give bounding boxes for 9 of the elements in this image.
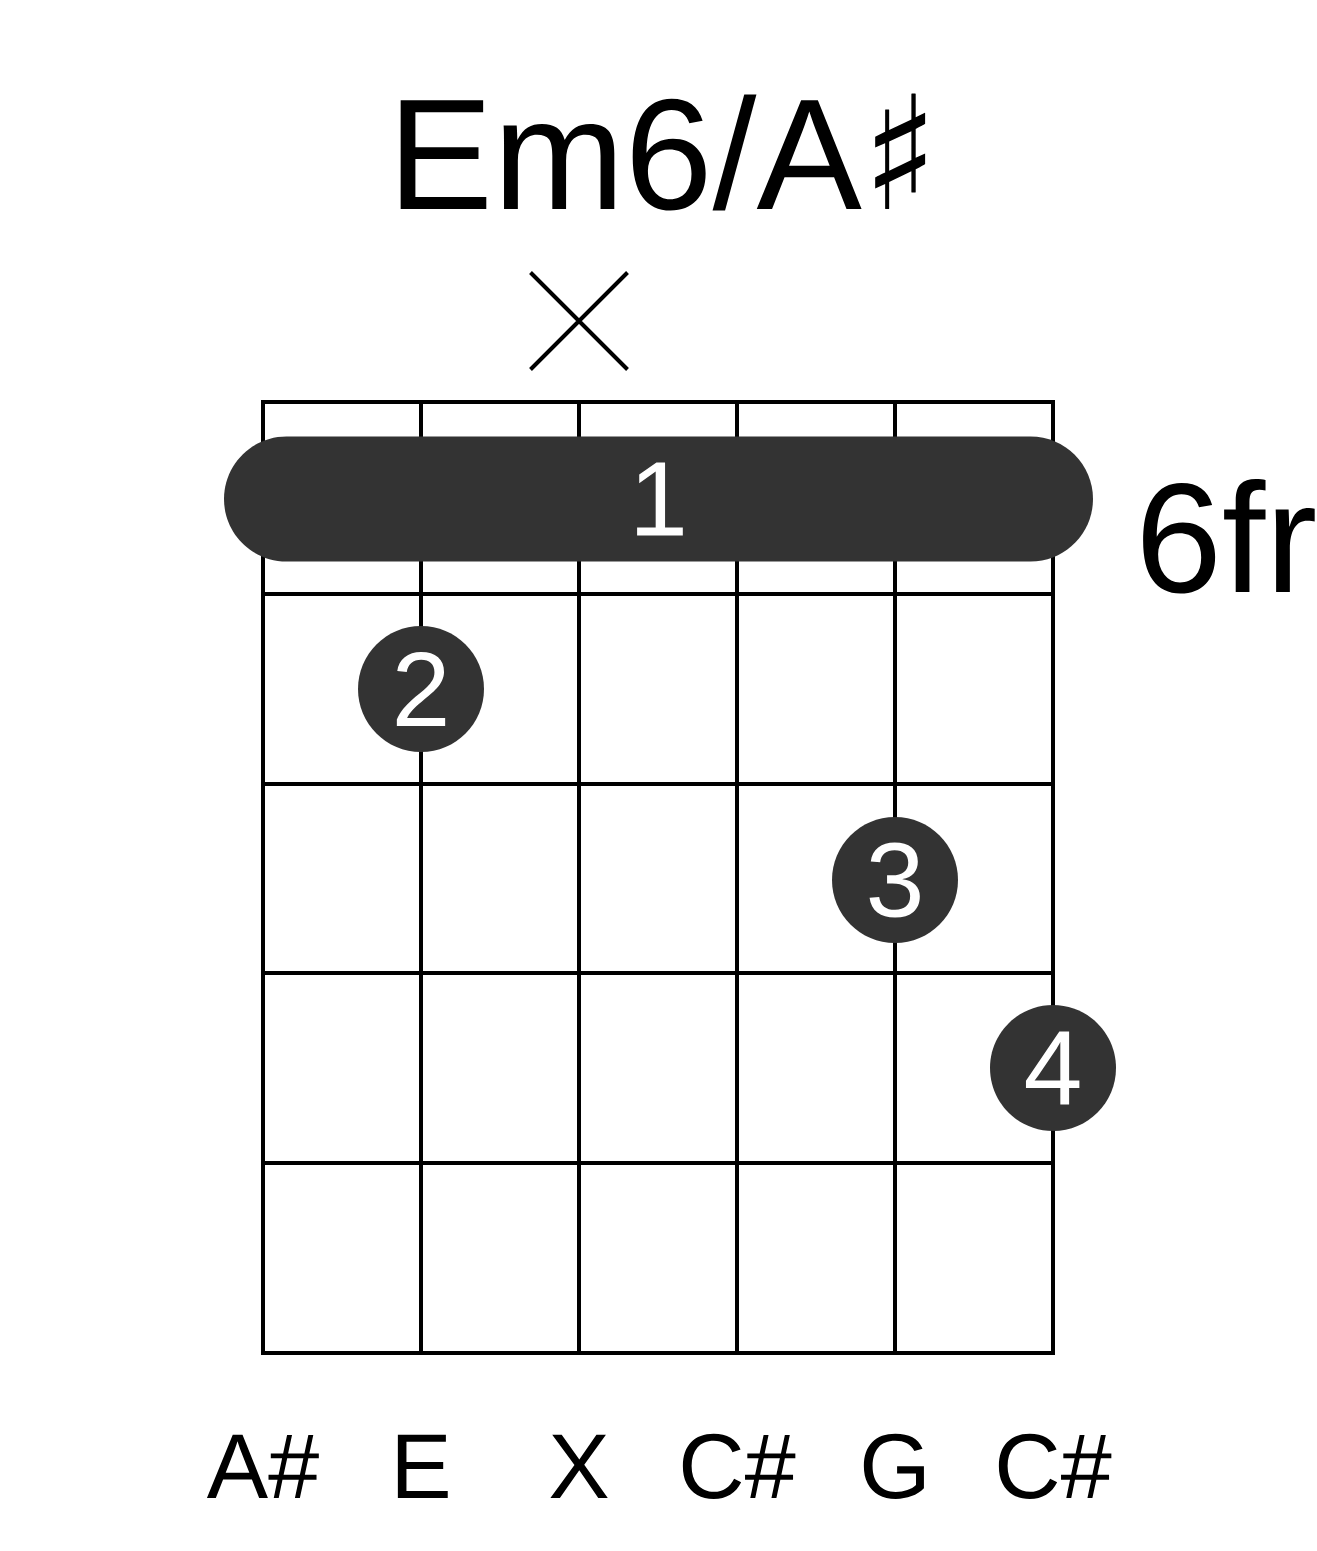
string-note: C#	[998, 1433, 1112, 1499]
finger-barre: 1	[224, 436, 1093, 562]
string-note: C#	[682, 1433, 796, 1499]
fret-number: 6fr	[1143, 479, 1315, 594]
string-note: A#	[206, 1434, 319, 1498]
chord-title: Em6/A♯	[400, 93, 926, 211]
string-note: X	[550, 1434, 608, 1498]
string-note: E	[397, 1434, 448, 1498]
string-note: G	[863, 1433, 924, 1499]
